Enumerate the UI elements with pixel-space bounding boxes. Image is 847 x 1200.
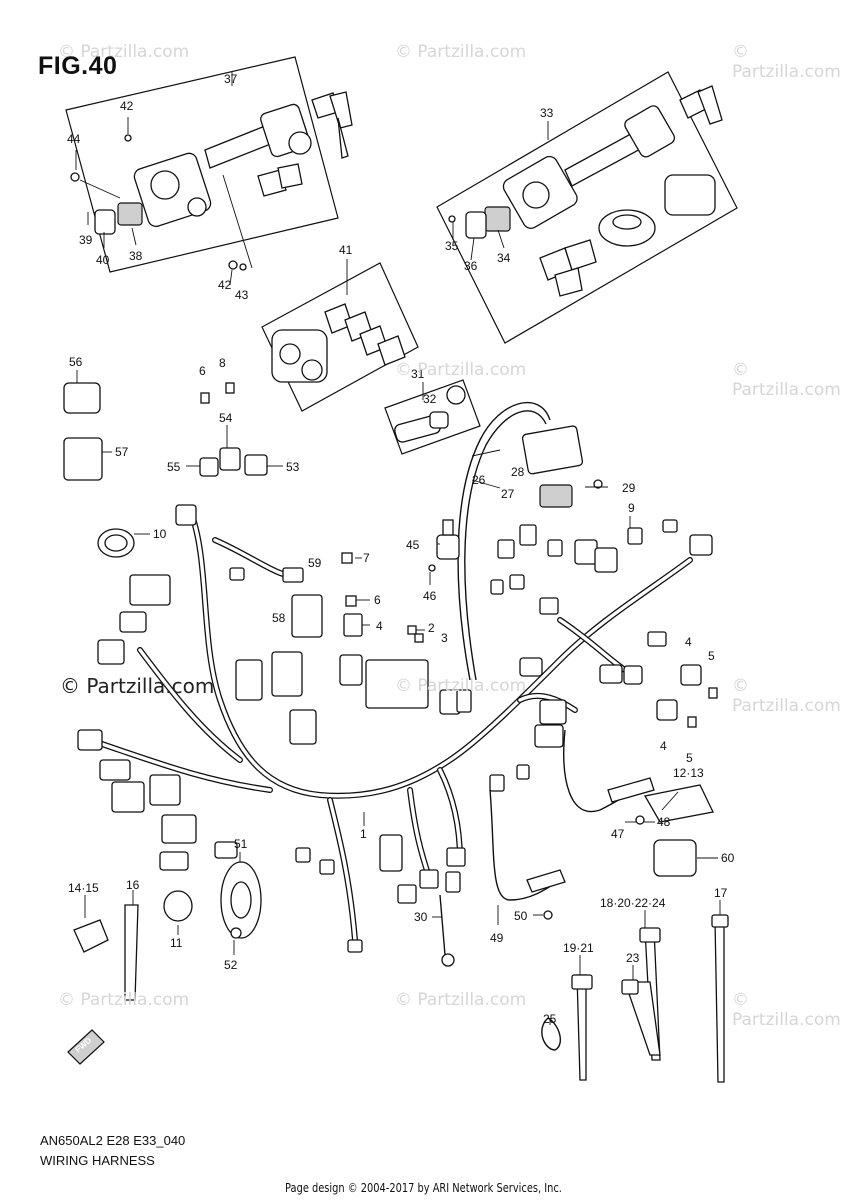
watermark: © Partzilla.com <box>732 42 841 82</box>
callout-35: 35 <box>445 239 459 253</box>
callout-16: 16 <box>126 878 140 892</box>
fuse-connector-cluster <box>186 382 283 477</box>
callout-5: 5 <box>708 649 715 663</box>
callout-10: 10 <box>153 527 167 541</box>
callout-6b: 6 <box>374 593 381 607</box>
callout-37: 37 <box>224 72 238 86</box>
watermark: © Partzilla.com <box>732 990 841 1030</box>
callout-2: 2 <box>428 621 435 635</box>
watermark: © Partzilla.com <box>395 360 527 380</box>
model-code: AN650AL2 E28 E33_040 <box>40 1133 186 1148</box>
harness-connectors <box>77 504 713 953</box>
callout-8: 8 <box>219 356 226 370</box>
callout-47: 47 <box>611 827 625 841</box>
callout-48: 48 <box>657 815 671 829</box>
callout-60: 60 <box>721 851 735 865</box>
callout-33: 33 <box>540 106 554 120</box>
callout-14-15: 14·15 <box>68 881 99 895</box>
callout-31: 31 <box>411 367 425 381</box>
callout-53: 53 <box>286 460 300 474</box>
callout-11: 11 <box>170 936 183 950</box>
callout-19-21: 19·21 <box>563 941 594 955</box>
callout-3: 3 <box>441 631 448 645</box>
callout-55: 55 <box>167 460 181 474</box>
kit-box-31 <box>384 379 481 455</box>
callout-9: 9 <box>628 501 635 515</box>
side-watermark: © Partzilla.com <box>60 674 215 698</box>
callout-50: 50 <box>514 909 528 923</box>
watermark: © Partzilla.com <box>395 990 527 1010</box>
kit-box-37 <box>65 56 353 273</box>
watermark: © Partzilla.com <box>58 990 190 1010</box>
callout-40: 40 <box>96 253 110 267</box>
callout-25: 25 <box>543 1012 557 1026</box>
callout-28: 28 <box>511 465 525 479</box>
callout-6: 6 <box>199 364 206 378</box>
callout-29: 29 <box>622 481 636 495</box>
callout-32: 32 <box>423 392 437 406</box>
callout-17: 17 <box>714 886 728 900</box>
copyright-notice: Page design © 2004-2017 by ARI Network S… <box>285 1181 562 1195</box>
callout-1: 1 <box>360 827 367 841</box>
callout-4: 4 <box>376 619 383 633</box>
callout-26: 26 <box>472 473 486 487</box>
watermark: © Partzilla.com <box>732 676 841 716</box>
callout-39: 39 <box>79 233 93 247</box>
callout-49: 49 <box>490 931 504 945</box>
watermark: © Partzilla.com <box>395 42 527 62</box>
callout-12-13: 12·13 <box>673 766 704 780</box>
callout-4c: 4 <box>660 739 667 753</box>
callout-52: 52 <box>224 958 238 972</box>
callout-51: 51 <box>234 837 248 851</box>
callout-30: 30 <box>414 910 428 924</box>
callout-36: 36 <box>464 259 478 273</box>
callout-56: 56 <box>69 355 83 369</box>
callout-5b: 5 <box>686 751 693 765</box>
figure-title: FIG.40 <box>38 52 118 80</box>
callout-labels: 37 42 44 39 40 38 42 43 33 35 36 34 41 5… <box>67 72 735 1054</box>
callout-42: 42 <box>120 99 134 113</box>
callout-57: 57 <box>115 445 129 459</box>
section-name: WIRING HARNESS <box>40 1153 155 1168</box>
kit-box-41 <box>261 259 419 412</box>
callout-23: 23 <box>626 951 640 965</box>
callout-41: 41 <box>339 243 353 257</box>
callout-34: 34 <box>497 251 511 265</box>
misc-parts <box>67 425 729 1083</box>
callout-4b: 4 <box>685 635 692 649</box>
callout-44: 44 <box>67 132 81 146</box>
watermark: © Partzilla.com <box>395 676 527 696</box>
callout-43: 43 <box>235 288 249 302</box>
callout-46: 46 <box>423 589 437 603</box>
callout-27: 27 <box>501 487 515 501</box>
main-harness-bundle <box>87 401 693 943</box>
callout-7: 7 <box>363 551 370 565</box>
callout-38: 38 <box>129 249 143 263</box>
callout-59: 59 <box>308 556 322 570</box>
watermark: © Partzilla.com <box>58 42 190 62</box>
kit-box-33 <box>436 71 738 344</box>
callout-42b: 42 <box>218 278 232 292</box>
callout-45: 45 <box>406 538 420 552</box>
relays-left <box>63 370 112 481</box>
leader-lines <box>75 117 721 1025</box>
callout-18-20-22-24: 18·20·22·24 <box>600 896 666 910</box>
callout-54: 54 <box>219 411 233 425</box>
watermark: © Partzilla.com <box>732 360 841 400</box>
callout-58: 58 <box>272 611 286 625</box>
